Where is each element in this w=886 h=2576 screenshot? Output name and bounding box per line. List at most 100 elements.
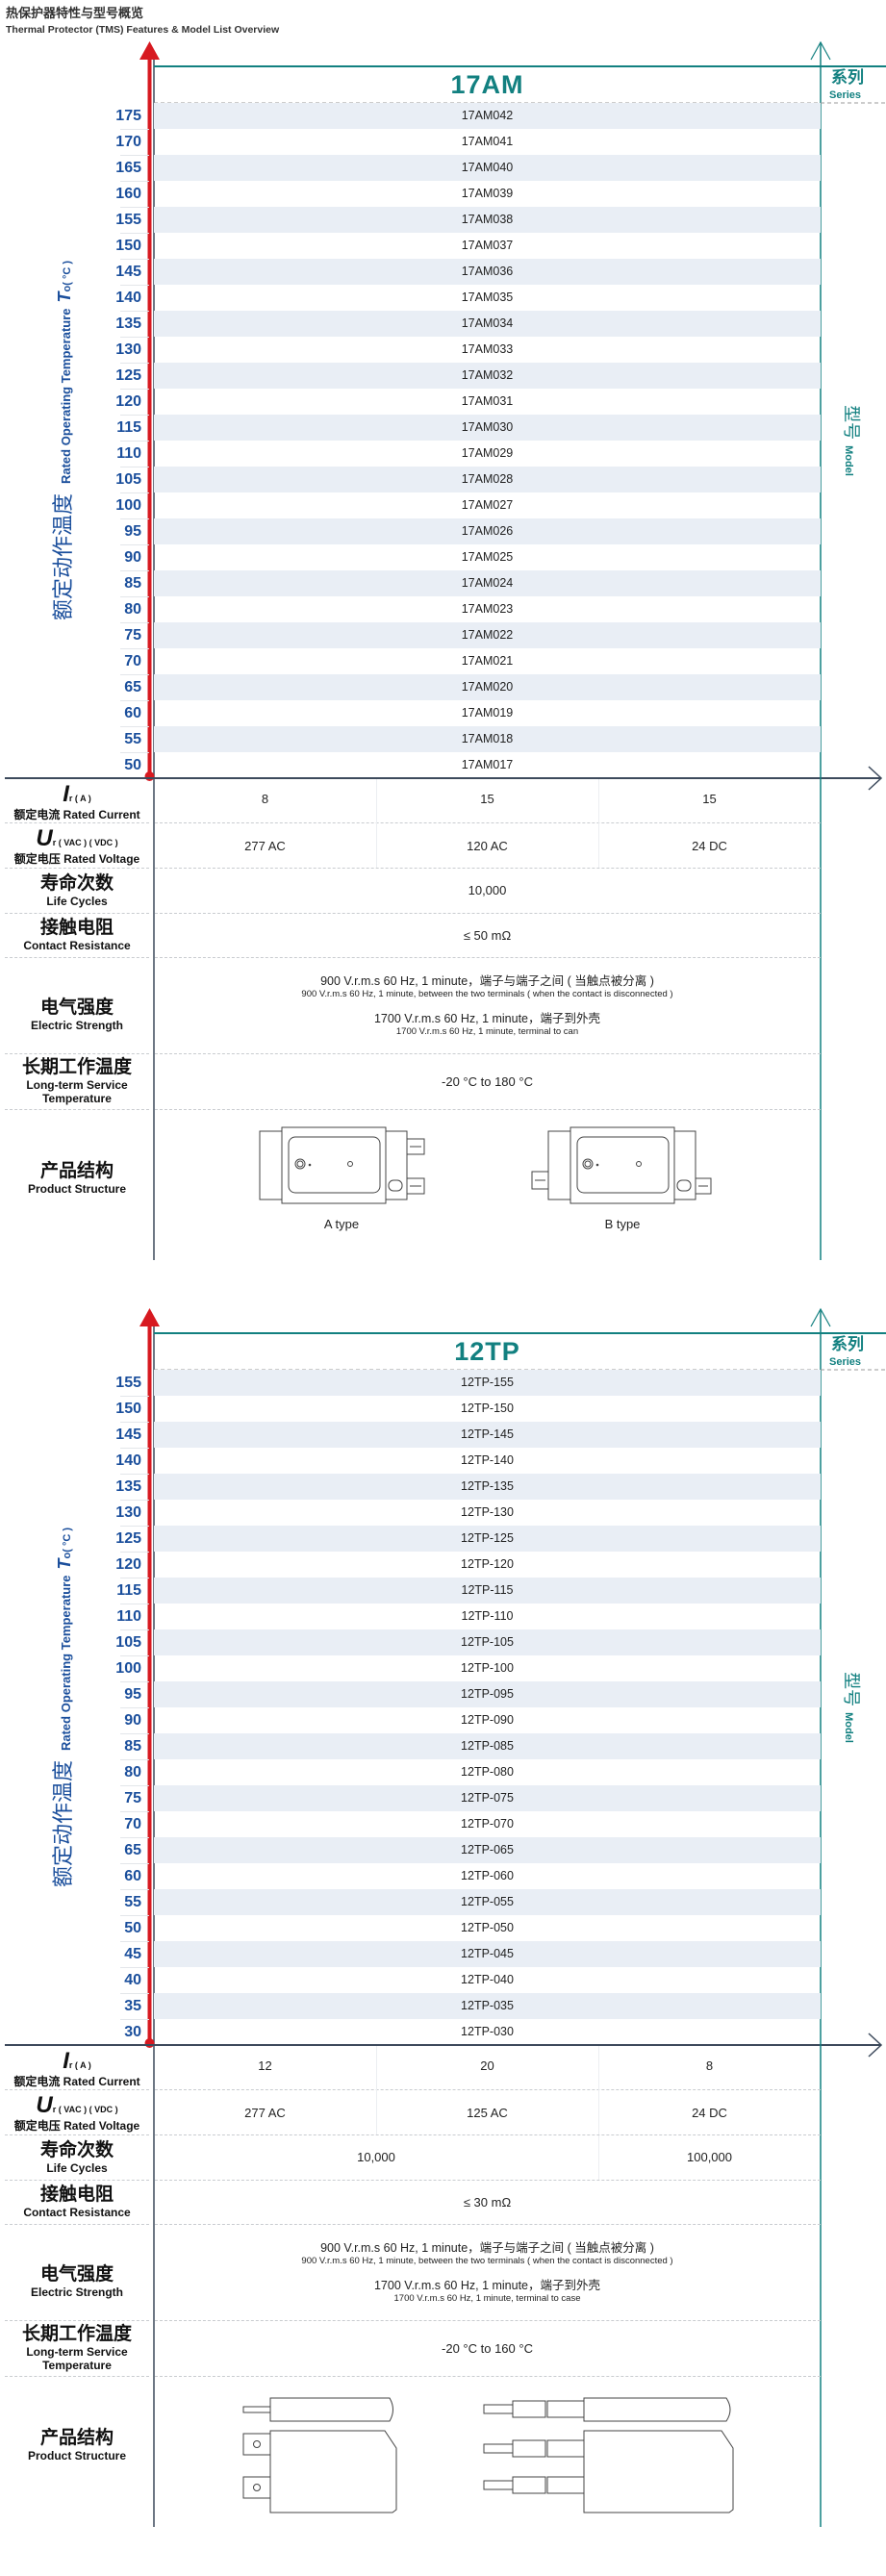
temperature-axis-label: 额定动作温度Rated Operating TemperatureTo( °C … [46,1528,77,1887]
temperature-label: 70 [124,653,141,669]
temperature-label: 75 [124,1790,141,1806]
temperature-tick [120,1863,149,1864]
model-axis-label: 型号Model [840,1672,865,1743]
temperature-tick [120,415,149,416]
model-row: 17AM025 [461,550,514,564]
temperature-label: 95 [124,1686,141,1703]
temperature-label: 115 [116,419,141,436]
model-row: 12TP-095 [154,1681,821,1707]
model-row: 17AM027 [461,498,514,512]
temperature-tick [120,648,149,649]
temp-unit: ( °C ) [62,1527,73,1553]
column-divider [376,2046,377,2134]
b-type-caption: B type [604,1217,641,1231]
model-row: 12TP-090 [461,1713,514,1727]
temp-label-en: Rated Operating Temperature [59,1575,73,1752]
model-row: 12TP-080 [461,1765,514,1779]
model-label-en: Model [843,445,854,476]
rated-voltage-value: 24 DC [692,838,727,853]
page-title-en: Thermal Protector (TMS) Features & Model… [6,24,280,36]
row-divider [5,913,149,914]
temperature-label: 95 [124,523,141,540]
model-row: 12TP-105 [154,1629,821,1655]
voltage-text: 额定电压 Rated Voltage [13,852,140,866]
temperature-tick [120,596,149,597]
temperature-tick [120,1681,149,1682]
temperature-label: 100 [115,497,141,514]
temperature-tick [120,1396,149,1397]
electric-line-1: 900 V.r.m.s 60 Hz, 1 minute，端子与端子之间 ( 当触… [320,2240,654,2255]
temperature-label: 130 [115,341,141,358]
contact-en: Contact Resistance [23,939,131,952]
model-row: 17AM023 [461,602,514,616]
row-divider [5,822,149,823]
temperature-label: 50 [124,1920,141,1936]
model-row: 17AM031 [461,394,514,408]
row-divider [155,1109,821,1110]
temperature-label: 85 [124,1738,141,1755]
temperature-tick [120,155,149,156]
model-row: 12TP-155 [154,1370,821,1396]
horizontal-axis-arrow [868,766,883,791]
row-divider [155,2180,821,2181]
series-label-cn: 系列 [831,68,864,87]
temperature-tick [120,1889,149,1890]
model-axis-label: 型号 Model [840,405,865,476]
temperature-label: 125 [115,367,141,384]
contact-resistance-value: ≤ 30 mΩ [463,2194,512,2210]
model-row: 17AM036 [154,259,821,285]
temperature-tick [120,700,149,701]
column-divider [598,2135,599,2180]
temperature-tick [120,622,149,623]
temperature-tick [120,363,149,364]
row-divider [5,2320,149,2321]
current-symbol-sub: r ( A ) [68,794,91,803]
model-label-cn: 型号 [842,405,861,441]
temperature-label: 170 [115,134,141,150]
temperature-tick [120,2019,149,2020]
temperature-label: 50 [124,757,141,773]
electric-en: Electric Strength [30,1019,124,1032]
rated-voltage-value: 24 DC [692,2105,727,2120]
temperature-axis-label: 额定动作温度Rated Operating TemperatureTo( °C … [46,261,77,620]
temperature-label: 65 [124,679,141,695]
temperature-label: 160 [115,186,141,202]
temperature-label: 165 [115,160,141,176]
model-row: 17AM032 [154,363,821,389]
temperature-tick [120,1811,149,1812]
model-row: 12TP-125 [154,1526,821,1552]
temperature-tick [120,518,149,519]
temperature-label: 130 [115,1504,141,1521]
a-type-structure-drawing [259,1126,425,1204]
rated-current-value: 12 [258,2058,272,2073]
model-row: 17AM034 [154,311,821,337]
model-row: 17AM035 [461,290,514,304]
model-label-en: Model [843,1712,854,1743]
temperature-tick [120,1733,149,1734]
temperature-label: 110 [116,445,141,462]
temperature-tick [120,1655,149,1656]
model-row: 17AM021 [461,654,514,668]
row-divider [155,2376,821,2377]
temperature-label: 155 [115,212,141,228]
rated-current-label: Ir ( A )额定电流 Rated Current [5,2047,149,2089]
model-row: 12TP-135 [154,1474,821,1500]
electric-strength-value: 900 V.r.m.s 60 Hz, 1 minute，端子与端子之间 ( 当触… [154,970,821,1042]
electric-line-4: 1700 V.r.m.s 60 Hz, 1 minute, terminal t… [393,2292,581,2304]
model-row: 12TP-050 [461,1921,514,1934]
temp-label-cn: 额定动作温度 [51,493,75,621]
structure-en: Product Structure [27,2449,126,2462]
temperature-tick [120,311,149,312]
voltage-symbol-sub: r ( VAC ) ( VDC ) [52,2105,118,2114]
service-en-1: Long-term Service [26,1078,128,1092]
series-title: 12TP [454,1337,520,1366]
service-temperature-value: -20 °C to 180 °C [442,1073,533,1089]
model-row: 12TP-115 [154,1578,821,1604]
temperature-tick [120,1629,149,1630]
model-row: 12TP-070 [461,1817,514,1831]
temperature-label: 175 [115,108,141,124]
